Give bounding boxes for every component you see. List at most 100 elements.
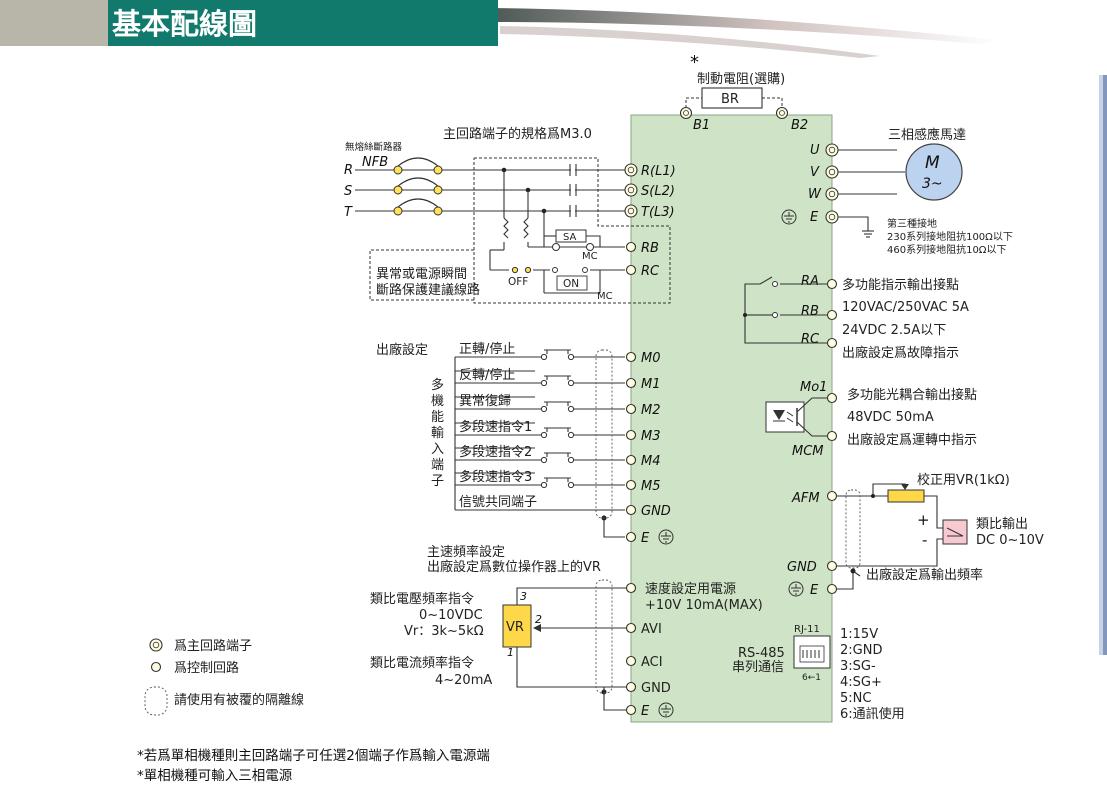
motor-m: M xyxy=(925,153,940,173)
page-title: 基本配線圖 xyxy=(112,7,257,41)
r-label: R xyxy=(344,163,353,178)
input-terminal[interactable] xyxy=(625,403,637,415)
avi-terminal[interactable] xyxy=(625,622,637,634)
voltage-cmd-label-3: Vr：3k~5kΩ xyxy=(404,624,484,639)
afm-e-terminal[interactable] xyxy=(826,583,838,595)
note-line-1: *若爲單相機種則主回路端子可任選2個端子作爲輸入電源端 xyxy=(137,748,490,764)
main-terminals: R(L1) S(L2) T(L3) RB RC xyxy=(624,163,676,279)
factory-setting-label: 出廠設定 xyxy=(376,342,428,358)
input-row-label: 多段速指令1 xyxy=(459,419,532,435)
analog-input-section: 主速頻率設定 出廠設定爲數位操作器上的VR 速度設定用電源 +10V 10mA(… xyxy=(370,544,763,719)
input-terminal[interactable] xyxy=(625,377,637,389)
w-terminal[interactable] xyxy=(825,187,839,201)
mcm-terminal[interactable] xyxy=(826,430,838,442)
w-label: W xyxy=(808,187,822,202)
afm-terminal[interactable] xyxy=(826,490,838,502)
relay-ra-terminal[interactable] xyxy=(826,278,838,290)
input-terminal[interactable] xyxy=(625,454,637,466)
note-line-2: *單相機種可輸入三相電源 xyxy=(137,768,293,784)
e-input-label: E xyxy=(641,531,650,546)
off-label: OFF xyxy=(508,276,528,288)
vr-pin-1: 1 xyxy=(507,646,514,659)
ground-icon xyxy=(781,209,797,225)
ground-note-2: 230系列接地阻抗100Ω以下 xyxy=(887,230,1013,243)
input-terminal[interactable] xyxy=(625,479,637,491)
e-input-terminal[interactable] xyxy=(625,531,637,543)
b2-terminal[interactable] xyxy=(775,106,789,120)
main-freq-label-1: 主速頻率設定 xyxy=(427,544,505,560)
afm-gnd-terminal[interactable] xyxy=(826,560,838,572)
legend: 爲主回路端子 爲控制回路 請使用有被覆的隔離線 xyxy=(144,638,304,716)
aci-label: ACI xyxy=(641,655,663,670)
aci-terminal[interactable] xyxy=(625,655,637,667)
b1-terminal[interactable] xyxy=(679,106,693,120)
input-shield xyxy=(595,349,613,519)
afm-output: AFM GND E 校正用VR(1kΩ) + - 類比輸出 DC 0~10V xyxy=(787,472,1044,598)
motor-phase: 3~ xyxy=(922,176,943,192)
ground-icon xyxy=(788,581,804,597)
rs485-pin-5: 5:NC xyxy=(840,691,871,706)
svg-text:入: 入 xyxy=(431,442,444,457)
input-terminal[interactable] xyxy=(625,351,637,363)
t-label: T xyxy=(344,205,353,220)
s-l2-terminal[interactable] xyxy=(624,183,638,197)
rc-input-terminal[interactable] xyxy=(625,264,637,276)
relay-rc-label: RC xyxy=(801,332,820,347)
photocoupler-output: Mo1 MCM 多功能光耦合輸出接點 48VDC 50mA 出廠設定爲運轉中指示 xyxy=(765,380,977,459)
breaker-contacts xyxy=(393,157,443,216)
legend-shield: 請使用有被覆的隔離線 xyxy=(174,692,304,708)
power-terminal[interactable] xyxy=(625,582,637,594)
header-green-bar xyxy=(108,0,498,46)
mcm-label: MCM xyxy=(792,444,824,459)
gnd-terminal[interactable] xyxy=(625,504,637,516)
afm-gnd-label: GND xyxy=(787,560,817,575)
ground-note-1: 第三種接地 xyxy=(887,217,937,230)
svg-text:能: 能 xyxy=(431,410,444,425)
u-terminal[interactable] xyxy=(825,143,839,157)
motor-section: 三相感應馬達 U V W E M 3~ 第三種接地 230系列接地阻抗100Ω以… xyxy=(781,127,1013,256)
calibration-vr xyxy=(887,489,925,503)
b1-label: B1 xyxy=(693,118,710,133)
v-label: V xyxy=(810,165,820,180)
rs485-title-2: 串列通信 xyxy=(732,660,784,675)
t-l3-terminal[interactable] xyxy=(624,204,638,218)
rb-input-terminal[interactable] xyxy=(625,241,637,253)
input-terminal-label: M2 xyxy=(641,403,661,418)
voltage-cmd-label-2: 0~10VDC xyxy=(419,608,483,623)
protect-note-1: 異常或電源瞬間 xyxy=(376,267,467,282)
br-label: BR xyxy=(721,92,739,107)
input-terminal[interactable] xyxy=(625,429,637,441)
rj11-label: RJ-11 xyxy=(794,624,820,635)
relay-rb-label: RB xyxy=(801,304,819,319)
power-input-section: 無熔絲斷路器 NFB R S T xyxy=(344,141,671,304)
motor-title: 三相感應馬達 xyxy=(888,127,966,143)
shield-legend-icon xyxy=(144,686,168,716)
v-terminal[interactable] xyxy=(825,165,839,179)
protect-note-2: 斷路保護建議線路 xyxy=(376,282,480,298)
rc-input-label: RC xyxy=(641,264,660,279)
main-freq-label-2: 出廠設定爲數位操作器上的VR xyxy=(427,559,601,575)
input-row-label: 多段速指令3 xyxy=(459,469,532,485)
t-l3-label: T(L3) xyxy=(641,205,675,220)
power-label-2: +10V 10mA(MAX) xyxy=(645,598,763,613)
u-label: U xyxy=(810,143,820,158)
rb-input-label: RB xyxy=(641,241,659,256)
photo-line-3: 出廠設定爲運轉中指示 xyxy=(847,432,977,448)
mo1-terminal[interactable] xyxy=(826,392,838,404)
r-l1-terminal[interactable] xyxy=(624,163,638,177)
input-row-label: 異常復歸 xyxy=(459,393,511,409)
e-motor-terminal[interactable] xyxy=(825,210,839,224)
relay-rc-terminal[interactable] xyxy=(826,337,838,349)
analog-e-terminal[interactable] xyxy=(625,704,637,716)
input-row-label: 反轉/停止 xyxy=(459,367,515,383)
analog-gnd-terminal[interactable] xyxy=(625,681,637,693)
sa-label: SA xyxy=(563,232,577,243)
input-terminal-label: M1 xyxy=(641,377,661,392)
relay-rb-terminal[interactable] xyxy=(826,309,838,321)
s-l2-label: S(L2) xyxy=(641,184,675,199)
ground-icon xyxy=(658,529,674,545)
